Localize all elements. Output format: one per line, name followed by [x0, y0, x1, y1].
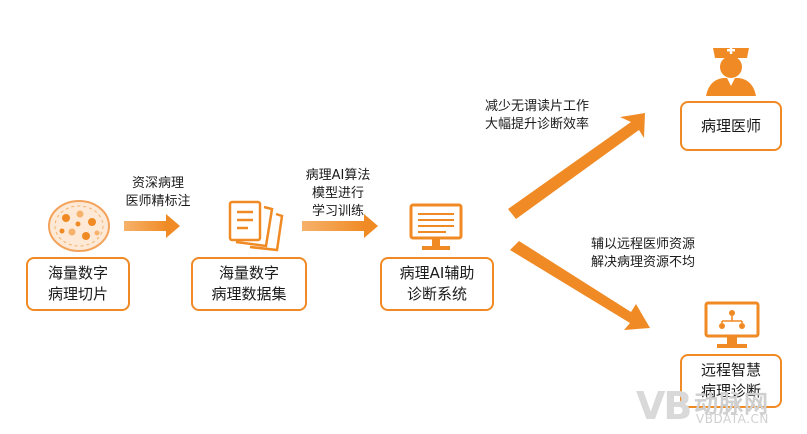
monitor-icon [409, 203, 463, 250]
label-train-line1: 病理AI算法 [305, 168, 371, 183]
label-annotate-line1: 资深病理 [131, 176, 184, 191]
label-train-line3: 学习训练 [311, 204, 364, 219]
arrow-train [302, 214, 378, 238]
label-assist-line1: 辅以远程医师资源 [590, 237, 695, 252]
node-pathologist-line1: 病理医师 [700, 116, 761, 135]
watermark-url: VBDATA.CN [696, 412, 769, 426]
arrow-annotate [124, 214, 180, 238]
tissue-slide-icon [48, 200, 110, 252]
node-dataset-line2: 病理数据集 [211, 285, 287, 303]
watermark-logo: VB [636, 384, 692, 428]
node-digital-slides-line2: 病理切片 [47, 285, 108, 303]
label-reduce-line1: 减少无谓读片工作 [484, 99, 589, 114]
label-assist-line2: 解决病理资源不均 [590, 255, 695, 270]
remote-monitor-icon [704, 301, 760, 348]
node-ai-system-line2: 诊断系统 [406, 285, 467, 303]
label-reduce: 减少无谓读片工作 大幅提升诊断效率 [472, 98, 602, 134]
label-reduce-line2: 大幅提升诊断效率 [484, 117, 589, 132]
node-pathologist: 病理医师 [680, 101, 782, 151]
node-remote-diagnosis-line2: 病理诊断 [700, 382, 761, 400]
arrow-assist [510, 241, 650, 330]
node-remote-diagnosis: 远程智慧 病理诊断 [680, 354, 782, 408]
doctor-icon [706, 46, 756, 96]
node-ai-system-line1: 病理AI辅助 [399, 264, 475, 282]
node-ai-system: 病理AI辅助 诊断系统 [380, 257, 494, 311]
node-dataset: 海量数字 病理数据集 [191, 257, 307, 311]
node-digital-slides-line1: 海量数字 [47, 264, 108, 282]
node-dataset-line1: 海量数字 [218, 264, 279, 282]
watermark: VB 动脉网 VBDATA.CN [636, 380, 804, 432]
label-annotate: 资深病理 医师精标注 [118, 175, 198, 211]
arrow-reduce [508, 113, 645, 219]
watermark-name: 动脉网 [694, 390, 769, 418]
document-stack-icon [228, 200, 284, 252]
label-train: 病理AI算法 模型进行 学习训练 [296, 167, 380, 221]
node-digital-slides: 海量数字 病理切片 [26, 257, 130, 311]
label-annotate-line2: 医师精标注 [125, 194, 191, 209]
label-assist: 辅以远程医师资源 解决病理资源不均 [578, 236, 708, 272]
label-train-line2: 模型进行 [311, 186, 364, 201]
node-remote-diagnosis-line1: 远程智慧 [700, 361, 761, 379]
